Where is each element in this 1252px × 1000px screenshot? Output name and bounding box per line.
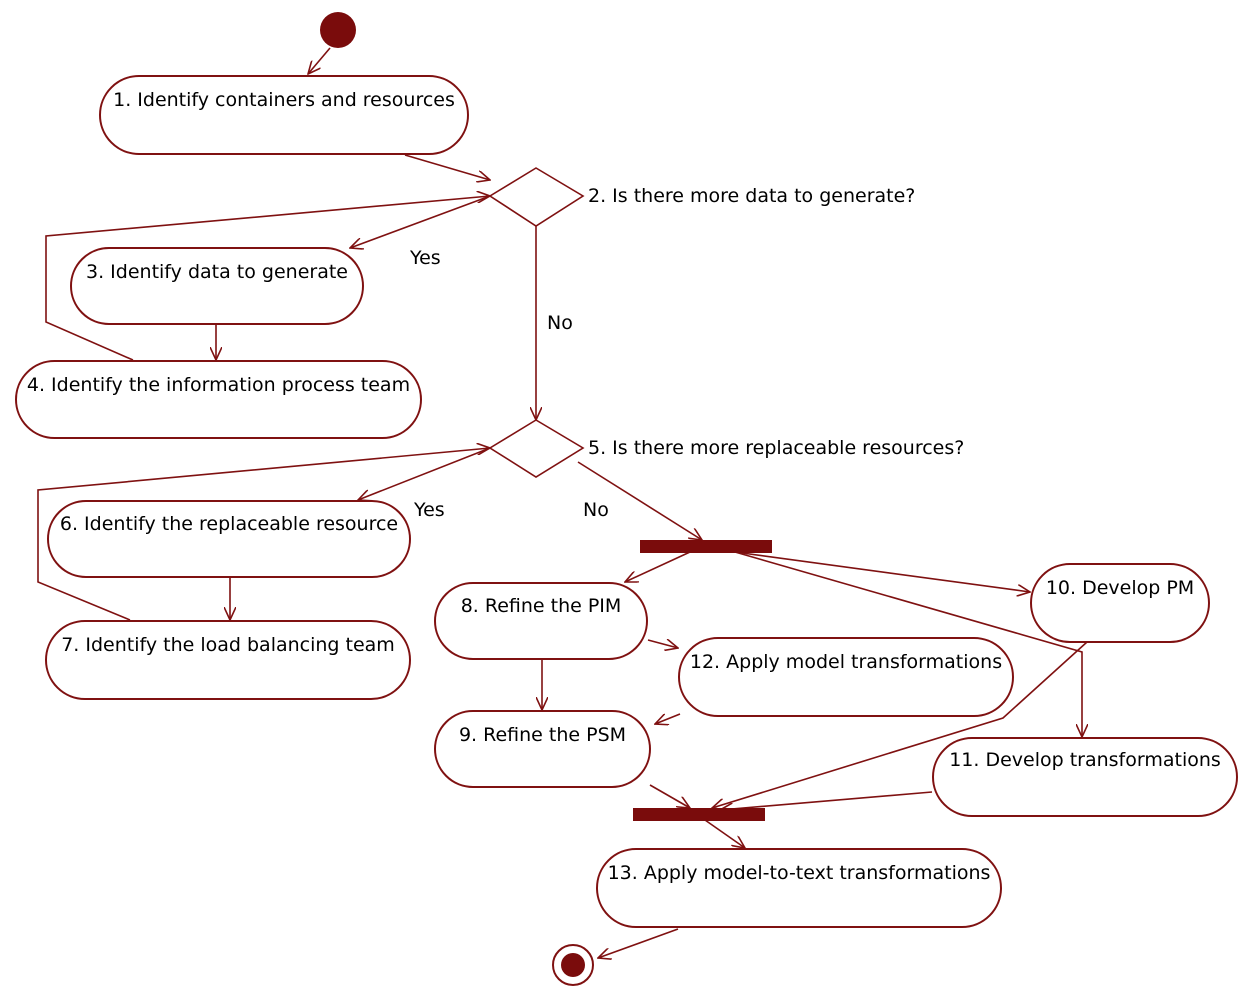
edge-4-loop-to-d2 xyxy=(45,196,490,361)
edge-11-to-join xyxy=(720,791,933,810)
edge-d2-to-3 xyxy=(350,195,491,248)
edge-1-to-d2 xyxy=(404,154,490,180)
edge-7-loop-to-d5 xyxy=(37,448,490,621)
edge-start-to-1 xyxy=(308,47,331,74)
activity-4-label: 4. Identify the information process team xyxy=(26,374,411,396)
guard-no-1: No xyxy=(547,312,573,334)
activity-6: 6. Identify the replaceable resource xyxy=(47,500,411,578)
edge-d5-to-6 xyxy=(358,447,491,500)
decision-5-diamond xyxy=(488,419,585,478)
decision-5-label: 5. Is there more replaceable resources? xyxy=(588,437,965,459)
initial-node xyxy=(320,12,356,48)
activity-6-label: 6. Identify the replaceable resource xyxy=(59,513,399,535)
edge-12-to-9 xyxy=(655,713,681,724)
activity-11: 11. Develop transformations xyxy=(932,737,1238,817)
guard-no-2: No xyxy=(583,499,609,521)
edge-fork-to-10 xyxy=(734,551,1030,592)
activity-7: 7. Identify the load balancing team xyxy=(45,620,411,700)
activity-7-label: 7. Identify the load balancing team xyxy=(61,634,395,656)
activity-9: 9. Refine the PSM xyxy=(434,710,651,788)
edge-fork-to-8 xyxy=(625,551,691,582)
final-node-inner xyxy=(561,953,585,977)
activity-3-label: 3. Identify data to generate xyxy=(86,261,348,283)
activity-3: 3. Identify data to generate xyxy=(70,247,364,325)
activity-13: 13. Apply model-to-text transformations xyxy=(596,848,1002,928)
edge-join-to-13 xyxy=(704,819,745,848)
edge-fork-to-11 xyxy=(734,551,1082,737)
fork-bar xyxy=(640,540,772,553)
activity-12: 12. Apply model transformations xyxy=(678,637,1014,717)
join-bar xyxy=(633,808,765,821)
activity-4: 4. Identify the information process team xyxy=(15,360,422,439)
activity-1: 1. Identify containers and resources xyxy=(99,75,469,155)
activity-11-label: 11. Develop transformations xyxy=(949,749,1221,771)
activity-8: 8. Refine the PIM xyxy=(434,582,648,660)
activity-8-label: 8. Refine the PIM xyxy=(460,595,622,617)
activity-10-label: 10. Develop PM xyxy=(1045,577,1195,599)
activity-12-label: 12. Apply model transformations xyxy=(689,651,1003,673)
activity-1-label: 1. Identify containers and resources xyxy=(113,89,455,111)
decision-2-diamond xyxy=(488,167,585,227)
activity-13-label: 13. Apply model-to-text transformations xyxy=(607,862,991,884)
edge-10-to-join xyxy=(712,641,1088,808)
activity-10: 10. Develop PM xyxy=(1030,563,1210,643)
edge-9-to-join xyxy=(649,784,690,808)
edge-8-to-12 xyxy=(647,640,678,648)
decision-2-label: 2. Is there more data to generate? xyxy=(588,185,916,207)
activity-9-label: 9. Refine the PSM xyxy=(458,724,627,746)
edge-d5-to-fork xyxy=(577,461,702,540)
edge-13-to-end xyxy=(598,928,679,958)
guard-yes-1: Yes xyxy=(410,247,441,269)
guard-yes-2: Yes xyxy=(414,499,445,521)
